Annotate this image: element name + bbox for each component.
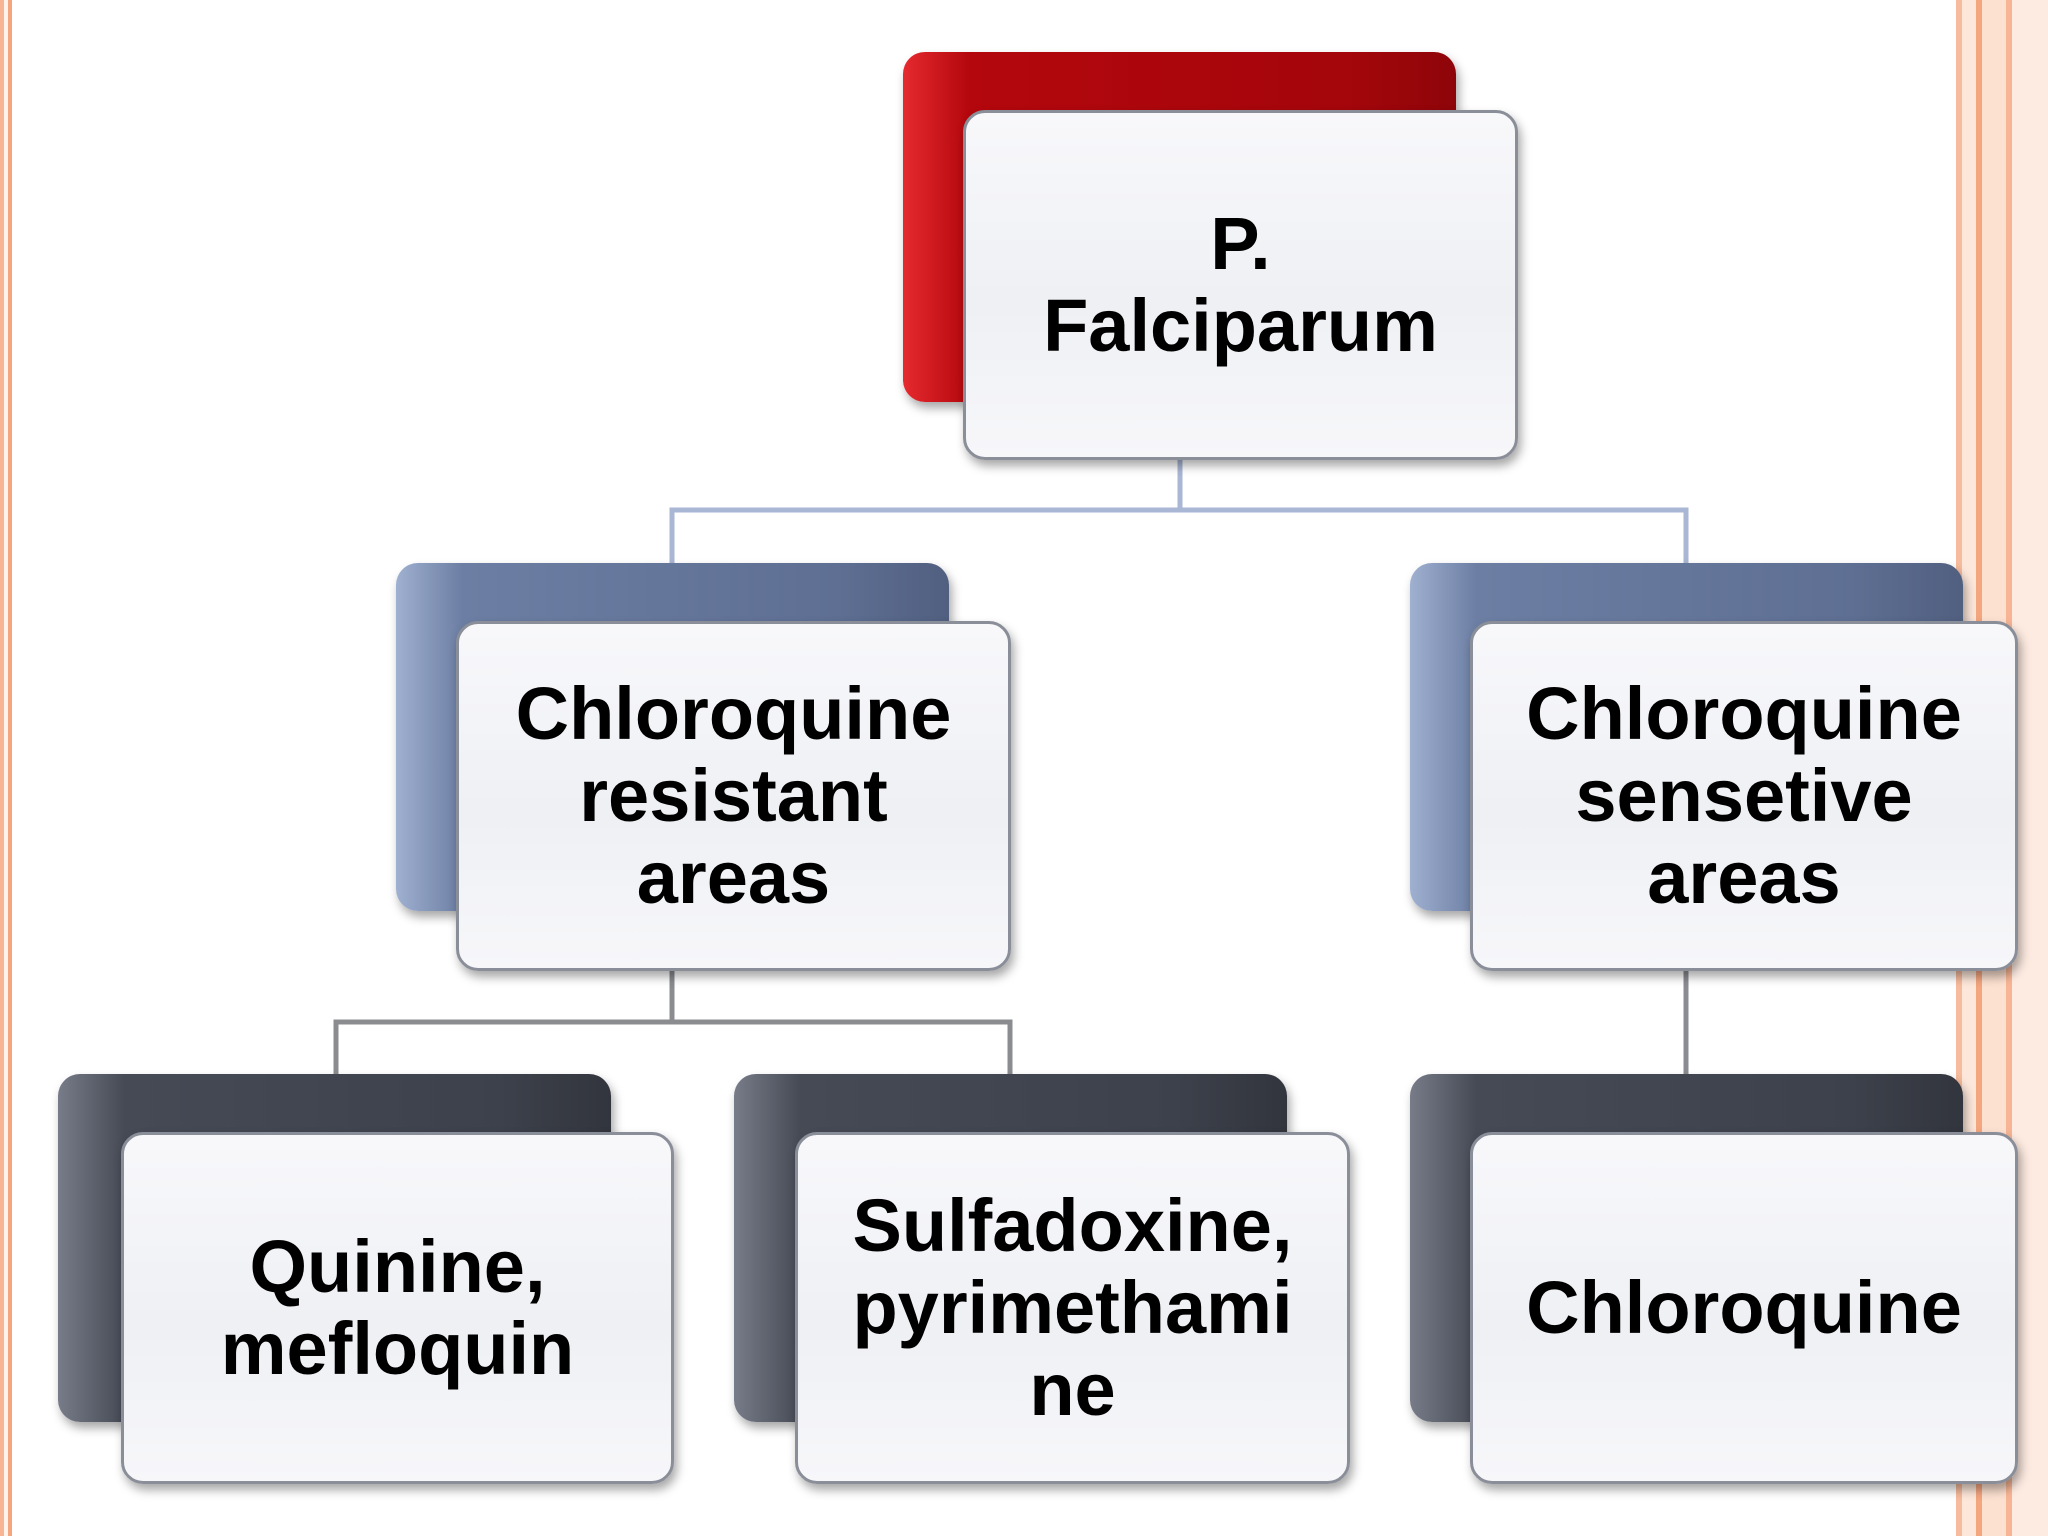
connector-root-to-children	[669, 460, 1183, 565]
node-quinine-label: Quinine, mefloquin	[220, 1225, 575, 1390]
node-root-front-card: P. Falciparum	[963, 110, 1518, 460]
node-chloroquine-label: Chloroquine	[1526, 1266, 1962, 1349]
node-quinine-front-card: Quinine, mefloquin	[121, 1132, 674, 1484]
node-resistant-label: Chloroquine resistant areas	[515, 672, 952, 919]
connector-resistant-to-quinine	[333, 970, 675, 1075]
node-sensitive-front-card: Chloroquine sensetive areas	[1470, 621, 2018, 971]
node-sulfadoxine-front-card: Sulfadoxine, pyrimethami ne	[795, 1132, 1350, 1484]
node-chloroquine-front-card: Chloroquine	[1470, 1132, 2018, 1484]
node-root-label: P. Falciparum	[1043, 202, 1438, 367]
connector-resistant-to-sulfadoxine	[672, 1019, 1013, 1075]
node-sulfadoxine-label: Sulfadoxine, pyrimethami ne	[852, 1184, 1293, 1431]
slide-left-border	[0, 0, 20, 1536]
node-resistant-front-card: Chloroquine resistant areas	[456, 621, 1011, 971]
connector-root-to-sensitive	[1180, 507, 1689, 565]
node-sensitive-label: Chloroquine sensetive areas	[1526, 672, 1962, 919]
